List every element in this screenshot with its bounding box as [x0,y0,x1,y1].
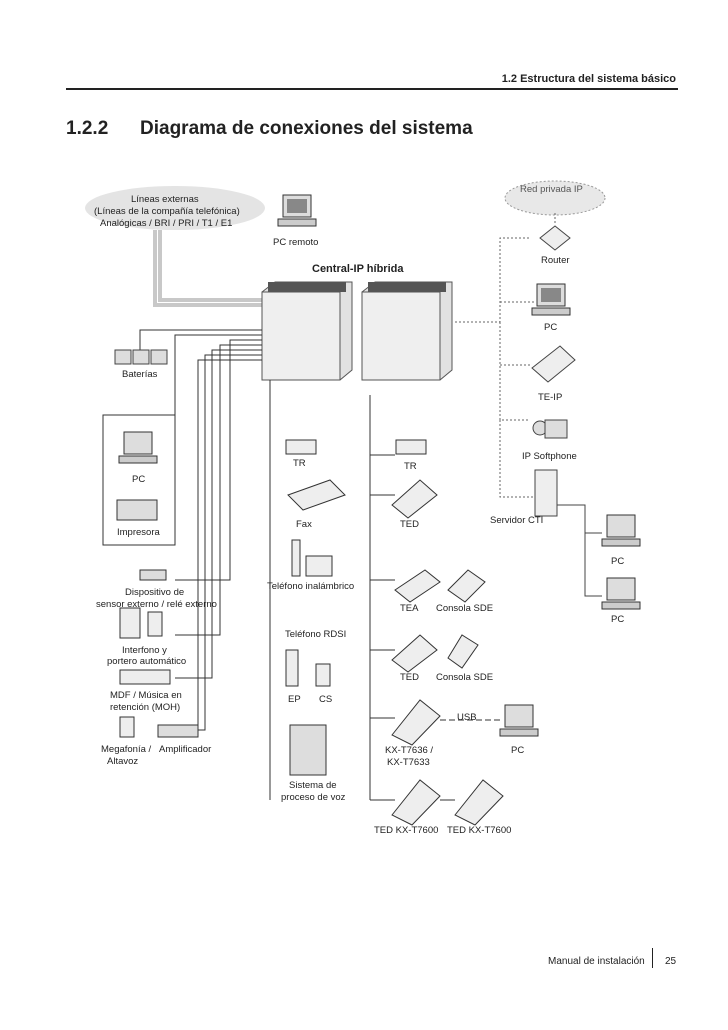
label-tr2: TR [404,461,417,472]
label-lineas3: Analógicas / BRI / PRI / T1 / E1 [100,218,233,229]
tea-phone-icon [394,569,441,603]
label-telefono-rdsi: Teléfono RDSI [285,629,347,640]
sde-console-icon-1 [447,569,486,603]
router-icon [539,225,571,251]
label-lineas1: Líneas externas [131,194,199,205]
cti-server-icon [534,469,558,517]
label-disp2: sensor externo / relé externo [96,599,217,610]
label-router: Router [541,255,570,266]
label-ip-softphone: IP Softphone [522,451,577,462]
te-ip-phone-icon [531,345,576,383]
ip-softphone-icon [532,419,568,439]
cordless-phone-icon [291,539,333,577]
section-title: Diagrama de conexiones del sistema [140,118,473,139]
label-ted-kx1: TED KX-T7600 [374,825,439,836]
label-fax: Fax [296,519,312,530]
ted-phone-icon-2 [391,634,438,673]
amplifier-icon [157,724,199,738]
footer-divider [652,948,653,968]
label-kx1: KX-T7636 / [385,745,434,756]
label-usb: USB [457,712,477,723]
label-sistema1: Sistema de [289,780,337,791]
central-unit-2 [361,281,453,381]
pc-left-icon [118,431,158,464]
label-lineas2: (Líneas de la compañía telefónica) [94,206,240,217]
label-pc-right: PC [544,322,558,333]
label-ted-kx2: TED KX-T7600 [447,825,512,836]
label-cs: CS [319,694,333,705]
label-ted1: TED [400,519,419,530]
ted-phone-icon-1 [391,479,438,519]
section-number: 1.2.2 [66,118,109,139]
sensor-device-icon [139,569,167,581]
sde-console-icon-2 [447,634,479,669]
battery-icon [114,349,168,365]
header-section-ref: 1.2 Estructura del sistema básico [501,73,676,85]
pc-cti-icon-1 [601,514,641,547]
isdn-phone-icon [285,649,331,687]
printer-icon [116,499,158,521]
label-amplificador: Amplificador [159,744,212,755]
label-pc-usb: PC [511,745,525,756]
ted-kx-t7600-icon-1 [391,779,441,826]
speaker-icon [119,716,135,738]
pc-cti-icon-2 [601,577,641,610]
cloud-icon [504,180,606,216]
label-tea: TEA [400,603,419,614]
label-consola-sde1: Consola SDE [436,603,494,614]
central-unit-1 [261,281,353,381]
pc-usb-icon [499,704,539,737]
footer-manual: Manual de instalación [548,956,645,967]
label-pc-left: PC [132,474,146,485]
label-interfono2: portero automático [107,656,187,667]
label-pc-cti2: PC [611,614,625,625]
label-baterias: Baterías [122,369,158,380]
voice-system-icon [289,724,327,776]
footer-page-number: 25 [665,956,677,967]
label-megafonia1: Megafonía / [101,744,152,755]
fax-icon [287,479,346,511]
ted-kx-t7600-icon-2 [454,779,504,826]
label-megafonia2: Altavoz [107,756,139,767]
label-servidor-cti: Servidor CTI [490,515,544,526]
tr-phone-icon-1 [285,439,317,455]
mdf-icon [119,669,171,685]
label-tr1: TR [293,458,306,469]
label-ep: EP [288,694,301,705]
label-disp1: Dispositivo de [125,587,185,598]
kx-t7636-phone-icon [391,699,441,746]
external-lines-bubble [85,186,265,230]
label-kx2: KX-T7633 [387,757,430,768]
label-impresora: Impresora [117,527,160,538]
intercom-icon [119,607,163,639]
pc-remote-icon [277,194,317,227]
label-ted2: TED [400,672,419,683]
label-interfono1: Interfono y [122,645,167,656]
pc-right-icon [531,283,571,316]
label-central: Central-IP híbrida [312,263,404,275]
label-pc-cti1: PC [611,556,625,567]
tr-phone-icon-2 [395,439,427,455]
label-te-ip: TE-IP [538,392,563,403]
label-mdf2: retención (MOH) [110,702,181,713]
label-red-privada: Red privada IP [520,184,583,195]
label-consola-sde2: Consola SDE [436,672,494,683]
header-rule [66,88,678,90]
label-telefono-inalambrico: Teléfono inalámbrico [267,581,355,592]
label-mdf1: MDF / Música en [110,690,182,701]
label-sistema2: proceso de voz [281,792,346,803]
label-pc-remoto: PC remoto [273,237,319,248]
